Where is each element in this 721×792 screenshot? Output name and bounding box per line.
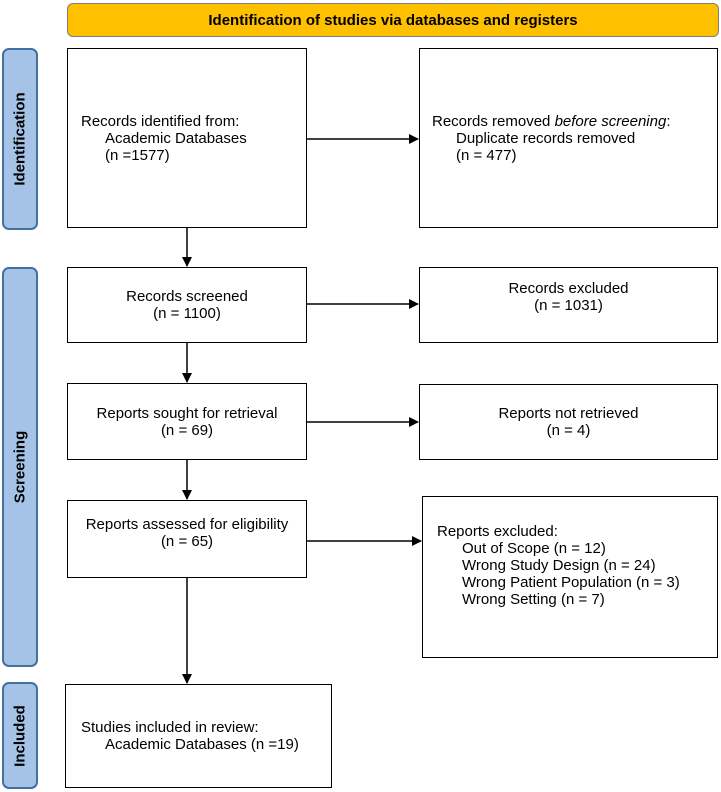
reports-sought-label: Reports sought for retrieval: [96, 404, 278, 422]
reports-excluded-title: Reports excluded:: [437, 522, 558, 540]
records-identified-box: Records identified from: Academic Databa…: [67, 48, 307, 228]
reports-not-retrieved-count: (n = 4): [546, 422, 591, 439]
diagram-header: Identification of studies via databases …: [67, 3, 719, 37]
records-screened-box: Records screened (n = 1100): [67, 267, 307, 343]
reports-excluded-box: Reports excluded: Out of Scope (n = 12) …: [422, 496, 718, 658]
records-removed-box: Records removed before screening: Duplic…: [419, 48, 718, 228]
phase-included: Included: [2, 682, 38, 789]
exclusion-reason: Wrong Patient Population (n = 3): [462, 573, 680, 591]
studies-included-title: Studies included in review:: [81, 719, 259, 736]
records-removed-title: Records removed before screening:: [432, 112, 671, 130]
phase-identification: Identification: [2, 48, 38, 230]
header-title: Identification of studies via databases …: [208, 11, 578, 29]
reports-assessed-box: Reports assessed for eligibility (n = 65…: [67, 500, 307, 578]
records-excluded-box: Records excluded (n = 1031): [419, 267, 718, 343]
records-screened-count: (n = 1100): [153, 305, 221, 322]
records-excluded-label: Records excluded: [508, 280, 629, 297]
reports-assessed-label: Reports assessed for eligibility: [85, 516, 289, 533]
records-removed-count: (n = 477): [456, 146, 517, 164]
records-screened-label: Records screened: [126, 288, 248, 305]
reports-not-retrieved-label: Reports not retrieved: [498, 405, 639, 422]
exclusion-reason: Wrong Study Design (n = 24): [462, 556, 656, 574]
records-identified-source: Academic Databases: [105, 129, 247, 147]
reports-sought-count: (n = 69): [160, 421, 214, 439]
reports-assessed-count: (n = 65): [160, 533, 214, 550]
records-excluded-count: (n = 1031): [534, 297, 603, 314]
exclusion-reason: Out of Scope (n = 12): [462, 539, 606, 557]
records-identified-title: Records identified from:: [81, 112, 240, 130]
studies-included-box: Studies included in review: Academic Dat…: [65, 684, 332, 788]
exclusion-reason: Wrong Setting (n = 7): [462, 590, 605, 608]
reports-not-retrieved-box: Reports not retrieved (n = 4): [419, 384, 718, 460]
records-identified-count: (n =1577): [105, 146, 170, 164]
reports-sought-box: Reports sought for retrieval (n = 69): [67, 383, 307, 460]
phase-screening: Screening: [2, 267, 38, 667]
studies-included-count: Academic Databases (n =19): [105, 736, 299, 753]
records-removed-reason: Duplicate records removed: [456, 129, 636, 147]
